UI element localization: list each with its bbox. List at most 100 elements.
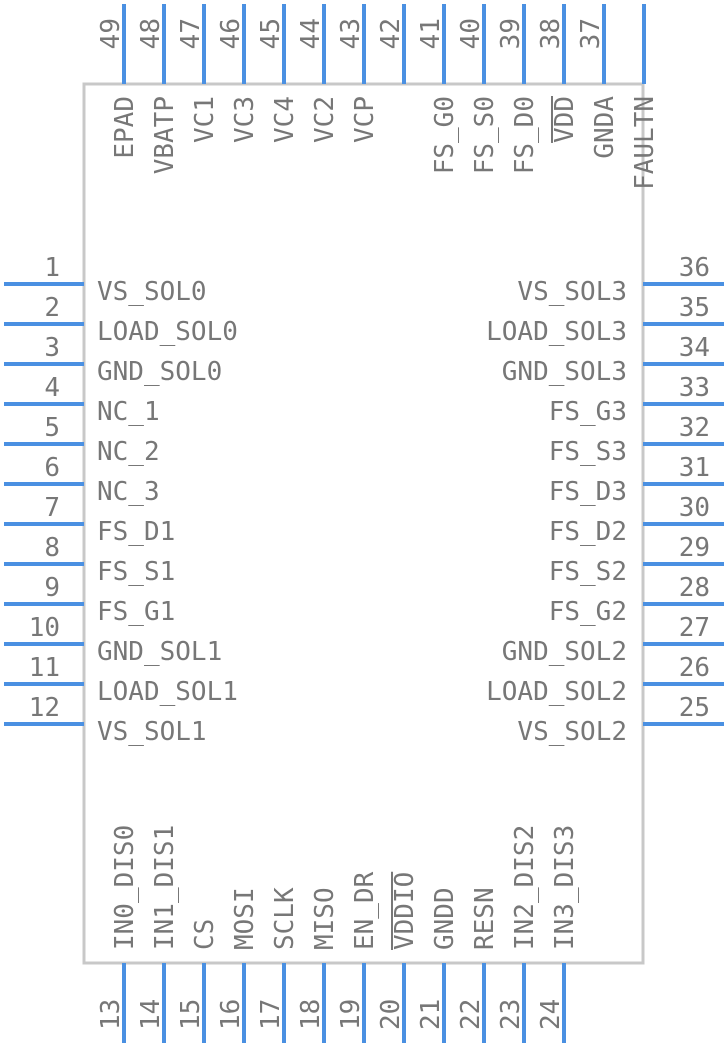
pin-number-39: 39 — [496, 18, 526, 49]
pin-number-42: 42 — [376, 18, 406, 49]
pin-number-20: 20 — [376, 999, 406, 1030]
pin-name-gnd-sol2: GND_SOL2 — [502, 637, 627, 667]
pin-name-vcp: VCP — [350, 96, 380, 143]
pin-number-37: 37 — [576, 18, 606, 49]
pin-name-vc4: VC4 — [270, 96, 300, 143]
pin-name-epad: EPAD — [110, 96, 140, 159]
pin-number-24: 24 — [536, 999, 566, 1030]
pin-number-34: 34 — [679, 333, 710, 363]
pin-name-fs-d1: FS_D1 — [97, 517, 175, 547]
pin-number-28: 28 — [679, 573, 710, 603]
pin-number-4: 4 — [44, 373, 60, 403]
pin-name-fs-d3: FS_D3 — [549, 477, 627, 507]
pin-number-19: 19 — [336, 999, 366, 1030]
pin-name-nc-1: NC_1 — [97, 397, 160, 427]
pin-name-gnda: GNDA — [590, 96, 620, 159]
pin-name-vc1: VC1 — [190, 96, 220, 143]
pin-name-vs-sol3: VS_SOL3 — [517, 277, 627, 307]
pin-name-miso: MISO — [310, 887, 340, 950]
pin-number-41: 41 — [416, 18, 446, 49]
pin-number-25: 25 — [679, 693, 710, 723]
pin-number-47: 47 — [176, 18, 206, 49]
pin-name-load-sol1: LOAD_SOL1 — [97, 677, 238, 707]
pin-number-31: 31 — [679, 453, 710, 483]
pin-name-vbatp: VBATP — [150, 96, 180, 174]
pin-number-21: 21 — [416, 999, 446, 1030]
pin-name-nc-3: NC_3 — [97, 477, 160, 507]
pin-name-sclk: SCLK — [270, 887, 300, 950]
pin-number-26: 26 — [679, 653, 710, 683]
pin-number-33: 33 — [679, 373, 710, 403]
pin-number-16: 16 — [216, 999, 246, 1030]
pin-number-18: 18 — [296, 999, 326, 1030]
pin-number-40: 40 — [456, 18, 486, 49]
pin-name-in2-dis2: IN2_DIS2 — [510, 825, 540, 950]
pin-number-5: 5 — [44, 413, 60, 443]
pin-number-17: 17 — [256, 999, 286, 1030]
pin-name-gnd-sol0: GND_SOL0 — [97, 357, 222, 387]
pin-name-resn: RESN — [470, 887, 500, 950]
pin-number-2: 2 — [44, 293, 60, 323]
pin-name-gnd-sol1: GND_SOL1 — [97, 637, 222, 667]
pin-name-in0-dis0: IN0_DIS0 — [110, 825, 140, 950]
pin-name-mosi: MOSI — [230, 887, 260, 950]
pin-number-8: 8 — [44, 533, 60, 563]
pin-number-12: 12 — [29, 693, 60, 723]
pin-number-35: 35 — [679, 293, 710, 323]
pin-name-faultn: FAULTN — [630, 96, 660, 190]
pin-number-32: 32 — [679, 413, 710, 443]
pin-number-29: 29 — [679, 533, 710, 563]
pin-name-vc3: VC3 — [230, 96, 260, 143]
pin-name-vdd: VDD — [550, 96, 580, 143]
pin-number-11: 11 — [29, 653, 60, 683]
pin-name-fs-g2: FS_G2 — [549, 597, 627, 627]
pin-name-load-sol0: LOAD_SOL0 — [97, 317, 238, 347]
pin-number-6: 6 — [44, 453, 60, 483]
pin-number-13: 13 — [96, 999, 126, 1030]
pin-name-en-dr: EN_DR — [350, 871, 380, 950]
pin-name-fs-s2: FS_S2 — [549, 557, 627, 587]
pin-number-48: 48 — [136, 18, 166, 49]
pin-name-load-sol3: LOAD_SOL3 — [486, 317, 627, 347]
pin-number-44: 44 — [296, 18, 326, 49]
pin-name-in1-dis1: IN1_DIS1 — [150, 825, 180, 950]
pin-number-22: 22 — [456, 999, 486, 1030]
pin-number-38: 38 — [536, 18, 566, 49]
pin-number-14: 14 — [136, 999, 166, 1030]
pin-number-43: 43 — [336, 18, 366, 49]
pin-number-46: 46 — [216, 18, 246, 49]
pin-name-vddio: VDDIO — [390, 872, 420, 950]
pin-name-fs-s1: FS_S1 — [97, 557, 175, 587]
pin-number-27: 27 — [679, 613, 710, 643]
pin-name-fs-d0: FS_D0 — [510, 96, 540, 174]
pin-number-10: 10 — [29, 613, 60, 643]
pin-name-vc2: VC2 — [310, 96, 340, 143]
pin-number-23: 23 — [496, 999, 526, 1030]
pin-number-1: 1 — [44, 253, 60, 283]
pin-name-fs-s3: FS_S3 — [549, 437, 627, 467]
pin-name-in3-dis3: IN3_DIS3 — [550, 825, 580, 950]
pin-name-fs-g3: FS_G3 — [549, 397, 627, 427]
pin-name-fs-d2: FS_D2 — [549, 517, 627, 547]
pin-name-gndd: GNDD — [430, 887, 460, 950]
pin-name-fs-g1: FS_G1 — [97, 597, 175, 627]
pin-name-fs-s0: FS_S0 — [470, 96, 500, 174]
pin-number-36: 36 — [679, 253, 710, 283]
pin-number-45: 45 — [256, 18, 286, 49]
pin-name-nc-2: NC_2 — [97, 437, 160, 467]
pin-name-vs-sol0: VS_SOL0 — [97, 277, 207, 307]
pin-name-load-sol2: LOAD_SOL2 — [486, 677, 627, 707]
pin-number-7: 7 — [44, 493, 60, 523]
pin-name-vs-sol1: VS_SOL1 — [97, 717, 207, 747]
pin-number-15: 15 — [176, 999, 206, 1030]
pin-name-gnd-sol3: GND_SOL3 — [502, 357, 627, 387]
chip-body — [82, 82, 645, 965]
pin-number-9: 9 — [44, 573, 60, 603]
pin-name-fs-g0: FS_G0 — [430, 96, 460, 174]
pin-name-vs-sol2: VS_SOL2 — [517, 717, 627, 747]
pin-number-3: 3 — [44, 333, 60, 363]
pin-name-cs: CS — [190, 919, 220, 950]
pin-number-49: 49 — [96, 18, 126, 49]
